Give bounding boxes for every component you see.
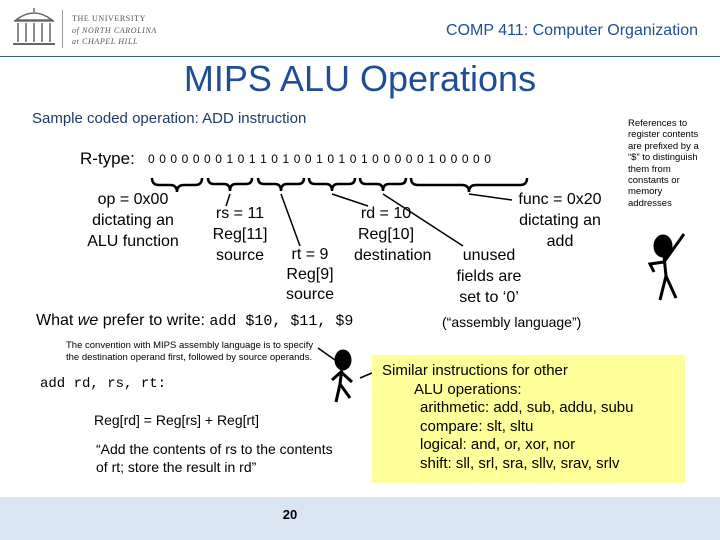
unused-line-3: set to ‘0’ — [459, 289, 519, 306]
logo-text-line-2: of NORTH CAROLINA — [72, 26, 157, 35]
unused-field-description: unused fields are set to ‘0’ — [448, 245, 530, 308]
university-logo — [10, 6, 185, 50]
similar-line-logical: logical: and, or, xor, nor — [420, 436, 576, 454]
funct-arrow — [468, 193, 513, 201]
rd-line-2: Reg[10] — [357, 226, 415, 243]
func-line-2: dictating an — [519, 212, 601, 229]
similar-line-compare: compare: slt, sltu — [420, 417, 534, 435]
assembly-code: add $10, $11, $9 — [209, 313, 354, 330]
rd-field-brace — [307, 177, 357, 192]
stick-figure-top-icon — [647, 233, 686, 301]
op-line-2: dictating an — [92, 212, 174, 229]
assembly-language-note: (“assembly language”) — [442, 314, 582, 330]
stick-figure-middle-icon — [317, 347, 354, 403]
page-number: 20 — [282, 507, 298, 522]
footer-bar — [0, 497, 720, 540]
prefer-label-start: What — [36, 312, 78, 329]
op-field-description: op = 0x00 dictating an ALU function — [68, 189, 198, 252]
header-divider — [0, 56, 720, 57]
logo-divider — [62, 10, 63, 48]
rt-arrow — [280, 193, 301, 247]
func-line-1: func = 0x20 — [518, 191, 602, 208]
logo-text-line-3: at CHAPEL HILL — [72, 37, 139, 46]
rt-line-1: rt = 9 — [291, 246, 329, 263]
shamt-field-brace — [358, 177, 408, 192]
prefer-label-end: prefer to write: — [98, 312, 210, 329]
logo-text-line-1: THE UNIVERSITY — [72, 14, 146, 23]
register-reference-note: References to register contents are pref… — [628, 118, 699, 209]
similar-line-shift: shift: sll, srl, sra, sllv, srav, srlv — [420, 454, 620, 472]
rs-line-3: source — [215, 247, 265, 264]
rd-arrow — [331, 193, 369, 207]
instruction-bits: 0 0 0 0 0 0 0 1 0 1 1 0 1 0 0 1 0 1 0 1 … — [148, 152, 492, 166]
similar-line-2: ALU operations: — [414, 380, 522, 398]
rs-field-description: rs = 11 Reg[11] source — [190, 203, 290, 266]
sample-operation-label: Sample coded operation: ADD instruction — [32, 110, 307, 127]
rs-line-2: Reg[11] — [212, 226, 268, 243]
preferred-syntax-line: What we prefer to write: add $10, $11, $… — [36, 312, 353, 330]
rs-arrow — [225, 193, 231, 207]
op-field-brace — [150, 177, 204, 193]
func-line-3: add — [546, 233, 574, 250]
rt-field-description: rt = 9 Reg[9] source — [276, 245, 344, 305]
similar-line-arithmetic: arithmetic: add, sub, addu, subu — [420, 399, 634, 417]
rs-field-brace — [206, 177, 254, 192]
rd-line-1: rd = 10 — [360, 205, 412, 222]
convention-note: The convention with MIPS assembly langua… — [66, 340, 314, 363]
register-formula: Reg[rd] = Reg[rs] + Reg[rt] — [94, 412, 259, 428]
old-well-icon — [13, 8, 55, 45]
rt-line-2: Reg[9] — [286, 266, 334, 283]
unused-line-2: fields are — [456, 268, 522, 285]
similar-instructions-highlight — [372, 355, 685, 483]
rd-field-description: rd = 10 Reg[10] — [346, 203, 426, 245]
rt-line-3: source — [285, 286, 335, 303]
rtype-label: R-type: — [80, 149, 135, 168]
course-title: COMP 411: Computer Organization — [446, 22, 698, 39]
similar-instructions-text: Similar instructions for other ALU opera… — [382, 362, 633, 474]
generic-add-form: add rd, rs, rt: — [40, 376, 167, 392]
slide-title: MIPS ALU Operations — [183, 58, 537, 99]
formula-explanation: “Add the contents of rs to the contents … — [96, 441, 333, 475]
func-field-description: func = 0x20 dictating an add — [510, 189, 610, 252]
rt-field-brace — [256, 177, 306, 192]
rd-destination-label: destination — [354, 247, 432, 264]
unused-line-1: unused — [462, 247, 516, 264]
op-line-1: op = 0x00 — [97, 191, 169, 208]
similar-line-1: Similar instructions for other — [382, 362, 568, 379]
op-line-3: ALU function — [87, 233, 179, 250]
similar-pointer — [359, 372, 373, 379]
shamt-arrow — [382, 193, 464, 247]
funct-field-brace — [409, 177, 529, 193]
prefer-label-emphasis: we — [77, 312, 99, 329]
rs-line-1: rs = 11 — [215, 205, 265, 222]
